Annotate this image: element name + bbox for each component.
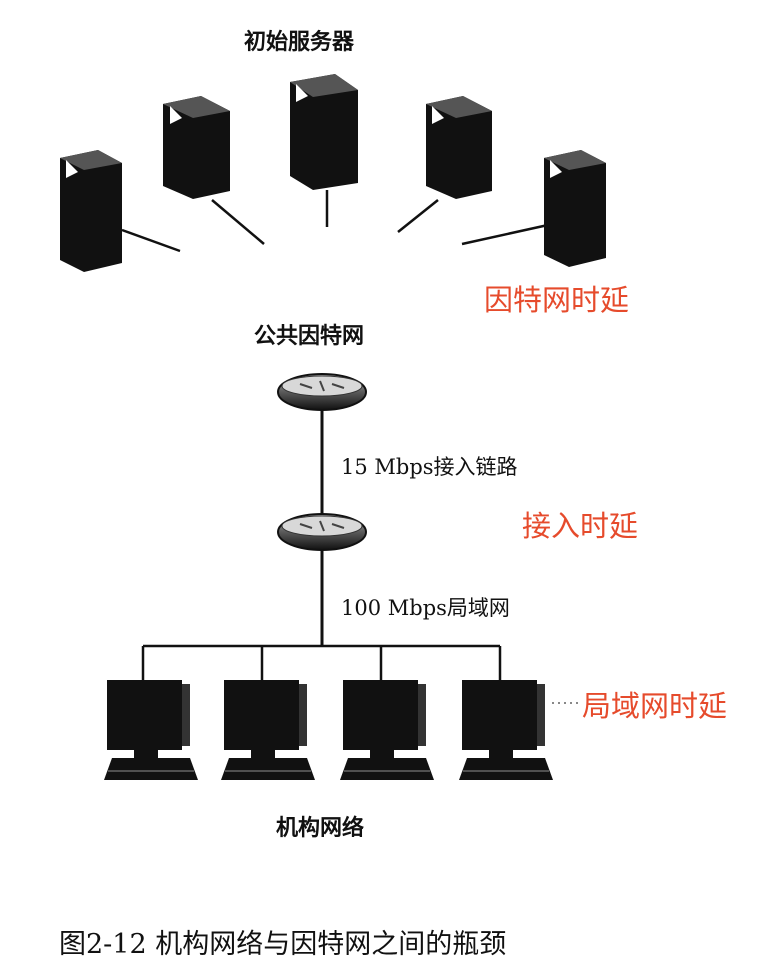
workstation-icon (340, 680, 434, 780)
internet-delay-label: 因特网时延 (484, 283, 630, 317)
workstation-icon (459, 680, 553, 780)
router-icon (277, 513, 367, 551)
internet-label: 公共因特网 (254, 324, 365, 349)
router-icon (277, 373, 367, 411)
server-links (121, 190, 549, 253)
server-tower-icon (544, 150, 606, 267)
server-tower-icon (290, 74, 358, 190)
institution-label: 机构网络 (276, 816, 365, 841)
server-tower-icon (426, 96, 492, 199)
access-link-label: 15 Mbps接入链路 (341, 455, 518, 479)
lan-delay-label: 局域网时延 (582, 689, 728, 723)
workstation-icon (221, 680, 315, 780)
lan-bus (141, 644, 502, 680)
server-tower-icon (60, 150, 122, 272)
server-tower-icon (163, 96, 230, 199)
servers-label: 初始服务器 (244, 30, 355, 55)
lan-label: 100 Mbps局域网 (341, 596, 510, 620)
figure-caption: 图2-12 机构网络与因特网之间的瓶颈 (59, 929, 507, 960)
access-delay-label: 接入时延 (522, 509, 639, 543)
workstation-icon (104, 680, 198, 780)
